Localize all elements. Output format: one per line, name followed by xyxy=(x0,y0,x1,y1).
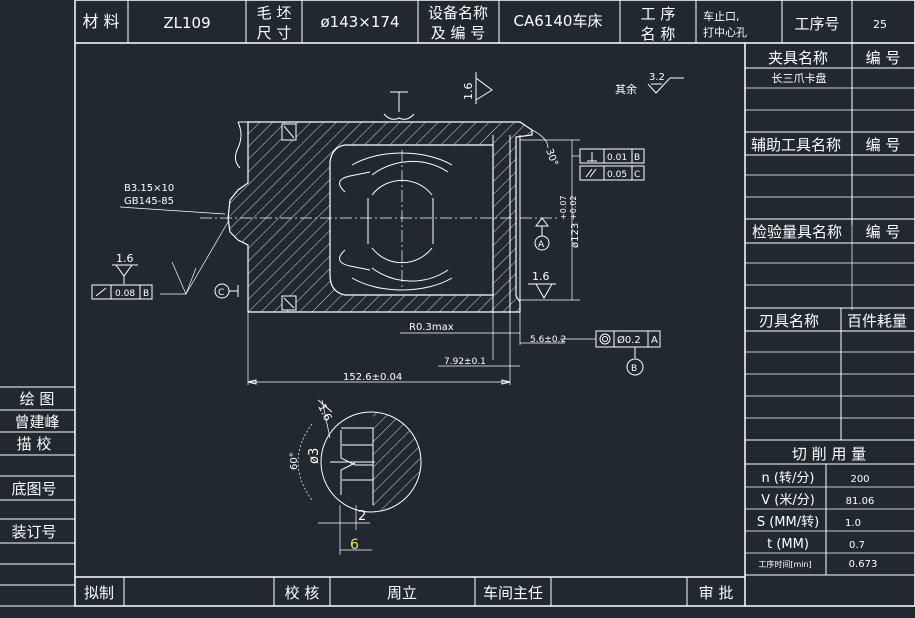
svg-text:0.08: 0.08 xyxy=(115,289,135,299)
detail-dim-large: 6 xyxy=(350,537,359,553)
equipment-label-1: 设备名称 xyxy=(428,4,488,22)
roughness-left: 1.6 xyxy=(112,252,138,284)
approve-label: 审 批 xyxy=(699,584,734,602)
process-no-label: 工序号 xyxy=(794,15,839,33)
title-block-frame xyxy=(74,0,915,607)
detail-dia: ø3 xyxy=(307,448,322,464)
roughness-detail: 1.6 xyxy=(315,402,334,423)
aux-tool-no-label: 编 号 xyxy=(866,136,901,154)
dia-dim: ø123 xyxy=(570,223,581,248)
angle-dim: 30° xyxy=(543,147,559,167)
center-hole-spec-2: GB145-85 xyxy=(124,196,174,207)
workshop-label: 车间主任 xyxy=(483,584,543,602)
param-label-n: n (转/分) xyxy=(762,471,815,486)
gauge-no-label: 编 号 xyxy=(866,223,901,241)
svg-text:其余: 其余 xyxy=(615,82,637,96)
param-label-v: V (米/分) xyxy=(761,493,815,508)
prepared-label: 拟制 xyxy=(84,584,114,602)
param-label-time: 工序时间[min] xyxy=(758,559,811,569)
svg-text:1.6: 1.6 xyxy=(532,270,550,283)
length-dim: 152.6±0.04 xyxy=(343,372,402,383)
concentricity-frame: Ø0.2 A B xyxy=(560,330,661,376)
depth-dim-1: 5.6±0.2 xyxy=(530,335,566,345)
param-value-v: 81.06 xyxy=(846,496,875,507)
material-label: 材 料 xyxy=(82,12,119,31)
svg-text:1.6: 1.6 xyxy=(462,83,475,101)
center-hole-detail xyxy=(297,399,422,555)
dia-tol-upper: +0.07 xyxy=(559,195,568,220)
equipment-value: CA6140车床 xyxy=(514,12,603,30)
process-name-value-1: 车止口, xyxy=(703,9,740,23)
left-panel-grid xyxy=(0,386,75,607)
gauge-label: 检验量具名称 xyxy=(752,223,842,241)
draw-label: 绘 图 xyxy=(20,390,55,408)
consumption-label: 百件耗量 xyxy=(847,312,907,330)
binding-label: 装订号 xyxy=(11,523,56,541)
svg-text:A: A xyxy=(651,335,658,346)
drawer-name: 曾建峰 xyxy=(14,413,59,431)
detail-dim-small: 2 xyxy=(358,509,366,524)
aux-tool-label: 辅助工具名称 xyxy=(751,136,841,154)
checked-label: 校 核 xyxy=(285,584,320,602)
detail-angle: 60° xyxy=(289,452,300,470)
svg-text:B: B xyxy=(634,153,640,163)
checker-name: 周立 xyxy=(387,584,417,602)
fixture-value: 长三爪卡盘 xyxy=(772,71,827,85)
perpendicularity-frame: 0.01 B xyxy=(579,148,645,164)
svg-text:0.05: 0.05 xyxy=(607,170,627,180)
svg-text:B: B xyxy=(143,289,149,299)
svg-text:A: A xyxy=(538,240,545,250)
dimension-lines xyxy=(247,312,565,385)
dia-tol-lower: +0.02 xyxy=(569,195,578,220)
equipment-label-2: 及 编 号 xyxy=(431,24,486,42)
roughness-right: 1.6 xyxy=(528,270,556,300)
cutting-label: 切 削 用 量 xyxy=(792,445,866,463)
param-value-time: 0.673 xyxy=(849,559,878,570)
fixture-no-label: 编 号 xyxy=(866,49,901,67)
process-name-label-2: 名 称 xyxy=(641,25,676,43)
blank-size-value: ø143×174 xyxy=(320,13,399,31)
center-hole-spec-1: B3.15×10 xyxy=(124,183,174,194)
param-label-s: S (MM/转) xyxy=(757,515,819,530)
part-section-view xyxy=(200,121,560,313)
datum-a: A xyxy=(534,217,550,251)
svg-text:Ø0.2: Ø0.2 xyxy=(617,334,641,346)
cutter-label: 刃具名称 xyxy=(759,312,819,330)
svg-text:C: C xyxy=(634,170,640,180)
right-panel-grid xyxy=(745,43,915,576)
base-drawing-label: 底图号 xyxy=(11,480,56,498)
runout-tolerance-frame: 0.08 B xyxy=(91,284,153,300)
fixture-label: 夹具名称 xyxy=(768,49,828,67)
trace-label: 描 校 xyxy=(17,435,52,453)
blank-size-label-1: 毛 坯 xyxy=(257,4,292,22)
param-value-n: 200 xyxy=(850,474,869,485)
svg-text:3.2: 3.2 xyxy=(649,72,665,83)
process-no-value: 25 xyxy=(873,18,887,31)
roughness-top: 1.6 xyxy=(462,72,493,104)
parallelism-frame: 0.05 C xyxy=(579,165,645,181)
clamp-symbol xyxy=(383,91,415,120)
material-value: ZL109 xyxy=(163,14,210,32)
process-name-label-1: 工 序 xyxy=(641,5,676,23)
param-value-s: 1.0 xyxy=(845,518,861,529)
svg-text:0.01: 0.01 xyxy=(607,153,627,163)
depth-dim-2: 7.92±0.1 xyxy=(444,357,486,367)
svg-text:B: B xyxy=(631,364,637,374)
roughness-other: 其余 3.2 xyxy=(615,72,684,96)
datum-c: C xyxy=(214,283,239,299)
radius-dim: R0.3max xyxy=(409,322,454,333)
blank-size-label-2: 尺 寸 xyxy=(257,24,292,42)
process-name-value-2: 打中心孔 xyxy=(703,25,747,39)
param-label-t: t (MM) xyxy=(767,537,809,552)
param-value-t: 0.7 xyxy=(849,540,865,551)
svg-text:C: C xyxy=(218,288,224,298)
svg-text:1.6: 1.6 xyxy=(116,252,134,265)
